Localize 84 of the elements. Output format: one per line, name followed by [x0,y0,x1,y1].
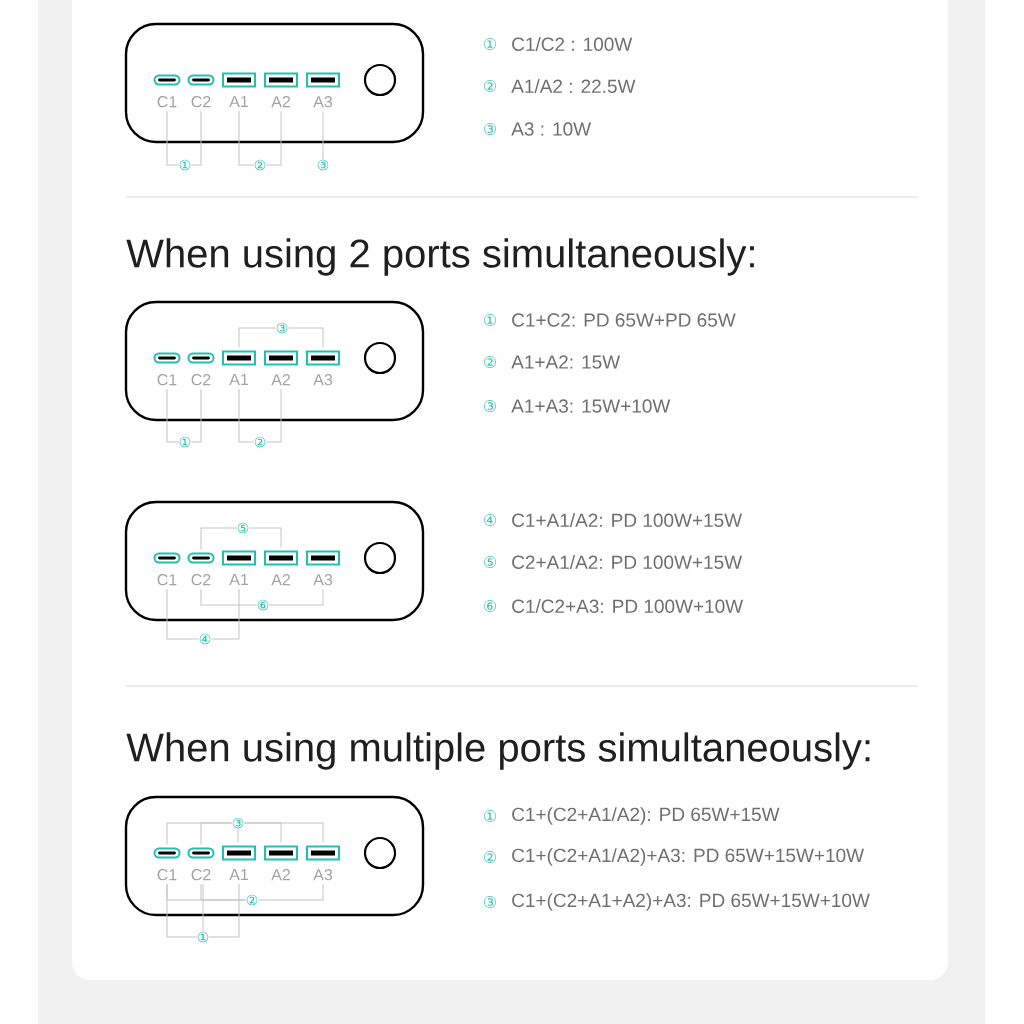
callout-number: ② [254,159,266,171]
callout-number: ④ [199,633,211,645]
spec-line: C1+(C2+A1+A2)+A3: PD 65W+15W+10W [512,893,870,911]
port-label: C2 [191,869,211,881]
port-label: A2 [271,374,290,386]
bracket-line [166,588,200,640]
callout-number: ① [197,931,209,943]
power-bank-outline [124,300,425,422]
bracket-line [238,110,255,166]
callout-number: ⑤ [237,522,249,534]
port-label: A3 [313,96,333,108]
list-number: ① [484,38,496,50]
bracket-line [200,822,233,845]
callout-number: ⑥ [257,599,269,611]
callout-number: ③ [317,159,329,171]
bracket-line [268,588,324,606]
list-number: ② [484,80,496,92]
callout-number: ③ [232,817,244,829]
bracket-line [200,588,258,606]
port-label: C2 [191,96,211,108]
spec-line: A3 : 10W [511,122,592,136]
list-number: ③ [484,896,496,908]
bracket-line [200,527,238,550]
callout-number: ② [246,894,258,906]
section-heading: When using 2 ports simultaneously: [126,238,754,276]
port-label: A1 [229,574,248,585]
port-label: A3 [313,374,333,386]
port-label: A1 [229,869,248,880]
spec-line: C1+(C2+A1/A2): PD 65W+15W [512,807,780,825]
spec-line: C1+(C2+A1/A2)+A3: PD 65W+15W+10W [512,848,864,866]
port-label: A2 [271,96,290,108]
port-label: A3 [313,869,333,881]
list-number: ③ [484,123,496,135]
spec-line: C1/C2 : 100W [512,37,633,51]
power-bank-outline [124,22,425,144]
bracket-line [166,388,180,443]
port-label: C1 [157,869,177,881]
list-number: ④ [484,514,496,526]
port-label: A2 [271,869,290,881]
callout-number: ① [179,436,191,448]
spec-line: C1+A1/A2: PD 100W+15W [512,513,743,527]
list-number: ② [484,356,496,368]
bracket-line [238,388,255,443]
bracket-line [200,883,247,901]
port-label: A3 [313,574,333,586]
spec-line: A1/A2 : 22.5W [511,79,636,93]
port-label: A2 [271,574,290,586]
section-heading: When using multiple ports simultaneously: [126,732,870,770]
spec-line: A1+A2: 15W [511,355,621,369]
bracket-line [287,327,324,348]
spec-line: A1+A3: 15W+10W [511,399,671,413]
spec-line: C2+A1/A2: PD 100W+15W [512,555,743,569]
list-number: ⑤ [484,556,496,568]
bracket-line [190,388,202,443]
list-number: ① [484,810,496,822]
bracket-line [238,327,277,348]
bracket-line [166,883,198,938]
power-bank-outline [124,795,425,917]
callout-number: ① [179,159,191,171]
port-label: A1 [229,374,248,385]
port-label: C1 [157,574,177,586]
bracket-line [257,883,324,901]
bracket-line [210,588,240,640]
list-number: ③ [484,400,496,412]
bracket-line [265,388,282,443]
bracket-line [166,110,180,166]
list-number: ① [484,314,496,326]
bracket-line [243,822,324,843]
port-label: C2 [191,374,211,386]
power-bank-outline [124,500,425,622]
port-label: C2 [191,574,211,586]
bracket-line [190,110,202,166]
callout-number: ③ [276,322,288,334]
port-label: A1 [229,96,248,107]
list-number: ⑥ [484,600,496,612]
callout-number: ② [254,436,266,448]
bracket-line [208,883,240,938]
bracket-line [248,527,282,548]
spec-line: C1/C2+A3: PD 100W+10W [512,599,744,613]
spec-line: C1+C2: PD 65W+PD 65W [512,313,736,327]
list-number: ② [484,851,496,863]
port-label: C1 [157,374,177,386]
port-label: C1 [157,96,177,108]
bracket-line [265,110,282,166]
